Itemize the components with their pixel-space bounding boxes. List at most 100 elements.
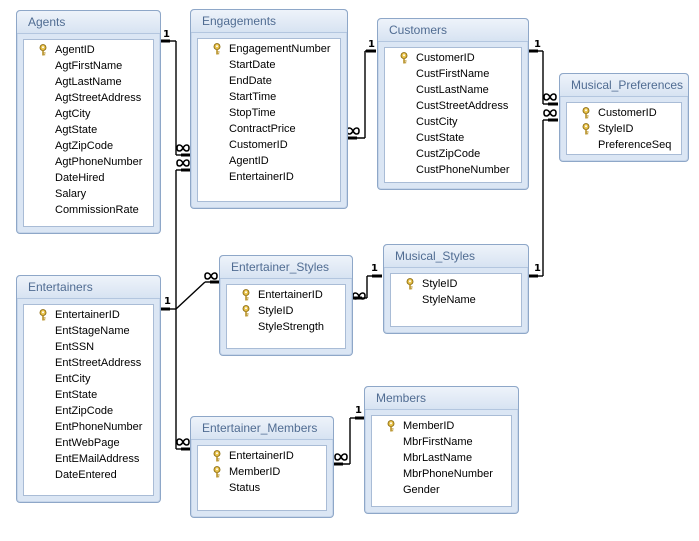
field-row[interactable]: EntState	[24, 387, 153, 403]
field-row[interactable]: EntertainerID	[227, 287, 345, 303]
field-row[interactable]: CustState	[385, 130, 521, 146]
field-row[interactable]: PreferenceSeq	[567, 137, 681, 153]
field-row[interactable]: EntPhoneNumber	[24, 419, 153, 435]
field-row[interactable]: EntZipCode	[24, 403, 153, 419]
field-row[interactable]: EntStageName	[24, 323, 153, 339]
field-row[interactable]: CustomerID	[567, 105, 681, 121]
table-title[interactable]: Entertainer_Styles	[220, 256, 352, 279]
table-title[interactable]: Members	[365, 387, 518, 410]
field-row[interactable]: EndDate	[198, 73, 340, 89]
field-row[interactable]: StyleID	[391, 276, 521, 292]
field-row[interactable]: StyleName	[391, 292, 521, 308]
field-row[interactable]: EntertainerID	[198, 448, 326, 464]
field-row[interactable]: ContractPrice	[198, 121, 340, 137]
table-title[interactable]: Musical_Styles	[384, 245, 528, 268]
field-name: CustomerID	[416, 52, 475, 64]
primary-key-icon	[406, 278, 414, 290]
field-row[interactable]: MbrLastName	[372, 450, 511, 466]
field-row[interactable]: Salary	[24, 186, 153, 202]
field-row[interactable]: AgtPhoneNumber	[24, 154, 153, 170]
field-row[interactable]: StopTime	[198, 105, 340, 121]
field-row[interactable]: EntertainerID	[24, 307, 153, 323]
field-name: Gender	[403, 484, 440, 496]
field-list[interactable]: StyleID StyleName	[390, 273, 522, 327]
table-title[interactable]: Entertainers	[17, 276, 160, 299]
field-row[interactable]: AgtLastName	[24, 74, 153, 90]
field-row[interactable]: AgtZipCode	[24, 138, 153, 154]
field-name: EntZipCode	[55, 405, 114, 417]
field-row[interactable]: CommissionRate	[24, 202, 153, 218]
field-row[interactable]: AgtStreetAddress	[24, 90, 153, 106]
table-title[interactable]: Agents	[17, 11, 160, 34]
table-title[interactable]: Customers	[378, 19, 528, 42]
field-row[interactable]: StyleStrength	[227, 319, 345, 335]
field-row[interactable]: CustPhoneNumber	[385, 162, 521, 178]
primary-key-icon	[387, 420, 395, 432]
field-row[interactable]: EntSSN	[24, 339, 153, 355]
field-row[interactable]: AgtCity	[24, 106, 153, 122]
field-row[interactable]: StartDate	[198, 57, 340, 73]
field-row[interactable]: AgentID	[198, 153, 340, 169]
field-row[interactable]: CustStreetAddress	[385, 98, 521, 114]
field-row[interactable]: CustomerID	[198, 137, 340, 153]
field-row[interactable]: MbrPhoneNumber	[372, 466, 511, 482]
field-row[interactable]: EntEMailAddress	[24, 451, 153, 467]
field-row[interactable]: MemberID	[198, 464, 326, 480]
field-row[interactable]: StyleID	[227, 303, 345, 319]
relationship-one-label: 1	[371, 263, 378, 274]
field-name: StyleID	[422, 278, 458, 290]
table-title[interactable]: Entertainer_Members	[191, 417, 333, 440]
primary-key-icon	[213, 466, 221, 478]
field-row[interactable]: AgtState	[24, 122, 153, 138]
primary-key-icon	[400, 52, 408, 64]
primary-key-icon	[39, 309, 47, 321]
field-row[interactable]: CustFirstName	[385, 66, 521, 82]
table-musical-styles[interactable]: Musical_Styles StyleID StyleName	[383, 244, 529, 334]
field-row[interactable]: AgentID	[24, 42, 153, 58]
field-name: MemberID	[403, 420, 455, 432]
field-row[interactable]: AgtFirstName	[24, 58, 153, 74]
primary-key-icon	[242, 289, 250, 301]
field-name: CustStreetAddress	[416, 100, 509, 112]
field-row[interactable]: DateEntered	[24, 467, 153, 483]
field-row[interactable]: EngagementNumber	[198, 41, 340, 57]
field-row[interactable]: CustomerID	[385, 50, 521, 66]
field-row[interactable]: EntCity	[24, 371, 153, 387]
field-row[interactable]: CustZipCode	[385, 146, 521, 162]
table-title[interactable]: Engagements	[191, 10, 347, 33]
field-name: AgtStreetAddress	[55, 92, 142, 104]
many-infinity-icon	[334, 453, 348, 461]
field-row[interactable]: DateHired	[24, 170, 153, 186]
field-row[interactable]: StartTime	[198, 89, 340, 105]
field-row[interactable]: Gender	[372, 482, 511, 498]
field-name: CustCity	[416, 116, 458, 128]
field-row[interactable]: EntStreetAddress	[24, 355, 153, 371]
field-row[interactable]: StyleID	[567, 121, 681, 137]
field-name: EntertainerID	[229, 171, 294, 183]
field-row[interactable]: Status	[198, 480, 326, 496]
field-row[interactable]: MbrFirstName	[372, 434, 511, 450]
field-row[interactable]: MemberID	[372, 418, 511, 434]
relationship-one-label: 1	[534, 263, 541, 274]
field-row[interactable]: CustCity	[385, 114, 521, 130]
field-row[interactable]: EntWebPage	[24, 435, 153, 451]
field-row[interactable]: CustLastName	[385, 82, 521, 98]
table-title[interactable]: Musical_Preferences	[560, 74, 688, 97]
field-row[interactable]: EntertainerID	[198, 169, 340, 185]
